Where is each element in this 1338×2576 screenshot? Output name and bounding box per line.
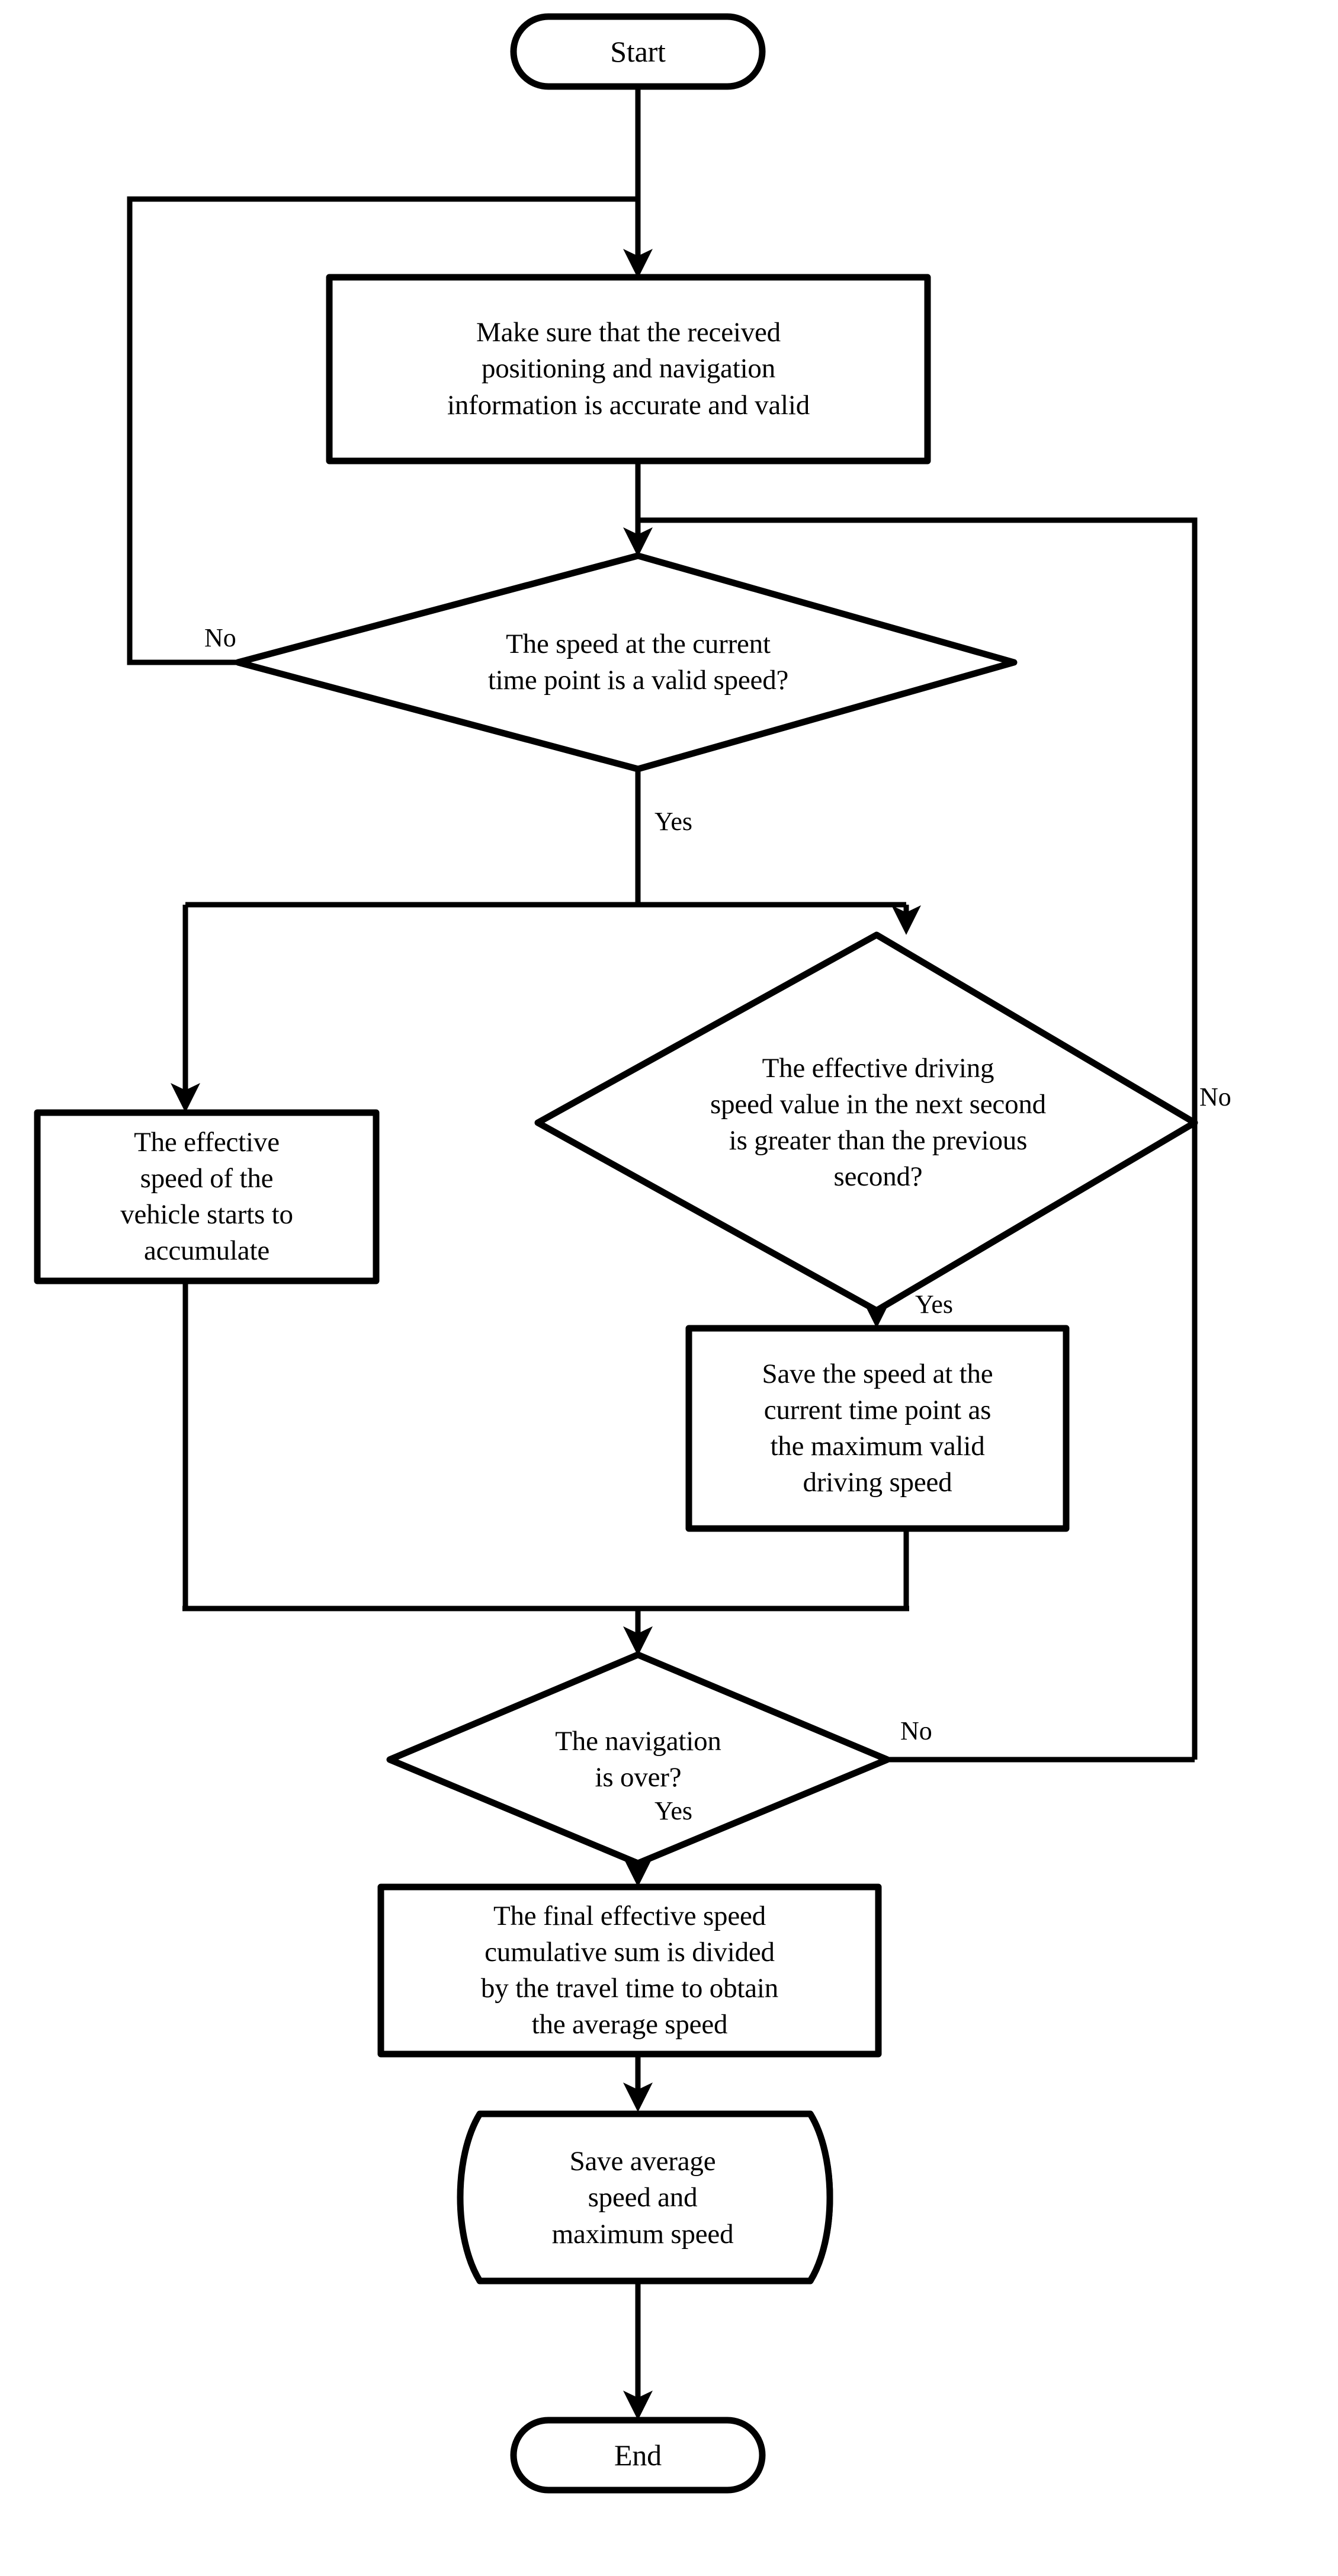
node-save-max-speed-shape[interactable]	[685, 1325, 1070, 1532]
edge-label-decision2-no: No	[1199, 1082, 1231, 1111]
node-save-results-shape[interactable]	[457, 2110, 833, 2285]
edge-label-decision2-yes: Yes	[915, 1290, 954, 1319]
arrowhead-save-to-end	[623, 2391, 653, 2420]
arrowhead-start-to-validate	[623, 249, 653, 278]
arrowhead-average-to-save	[623, 2082, 653, 2112]
node-decision-navigation-over-shape[interactable]	[386, 1651, 891, 1867]
edge-decision1-yes-split	[185, 770, 906, 908]
arrowhead-split-to-accumulate	[171, 1083, 200, 1113]
node-accumulate-speed-shape[interactable]	[34, 1109, 380, 1284]
arrowhead-decision3-yes	[623, 1857, 653, 1887]
node-decision-greater-speed-shape[interactable]	[534, 931, 1198, 1314]
node-decision-valid-speed-shape[interactable]	[235, 552, 1018, 773]
arrowhead-merge-to-decision3	[623, 1626, 653, 1656]
edge-decision1-no-loop	[127, 196, 638, 665]
node-compute-average-shape[interactable]	[377, 1883, 882, 2058]
arrowhead-split-to-decision2	[891, 905, 921, 935]
edge-right-rail	[638, 517, 1198, 1760]
node-validate-info-shape[interactable]	[326, 274, 931, 464]
arrowhead-validate-to-decision1	[623, 527, 653, 557]
node-start-shape[interactable]	[510, 13, 766, 90]
node-save-results-end-cap	[807, 2112, 833, 2283]
edge-label-decision1-yes: Yes	[654, 807, 693, 836]
edge-label-decision3-yes: Yes	[654, 1796, 693, 1825]
edge-label-decision3-no: No	[900, 1716, 932, 1745]
node-end-shape[interactable]	[510, 2417, 766, 2494]
edge-label-decision1-no: No	[204, 623, 236, 652]
